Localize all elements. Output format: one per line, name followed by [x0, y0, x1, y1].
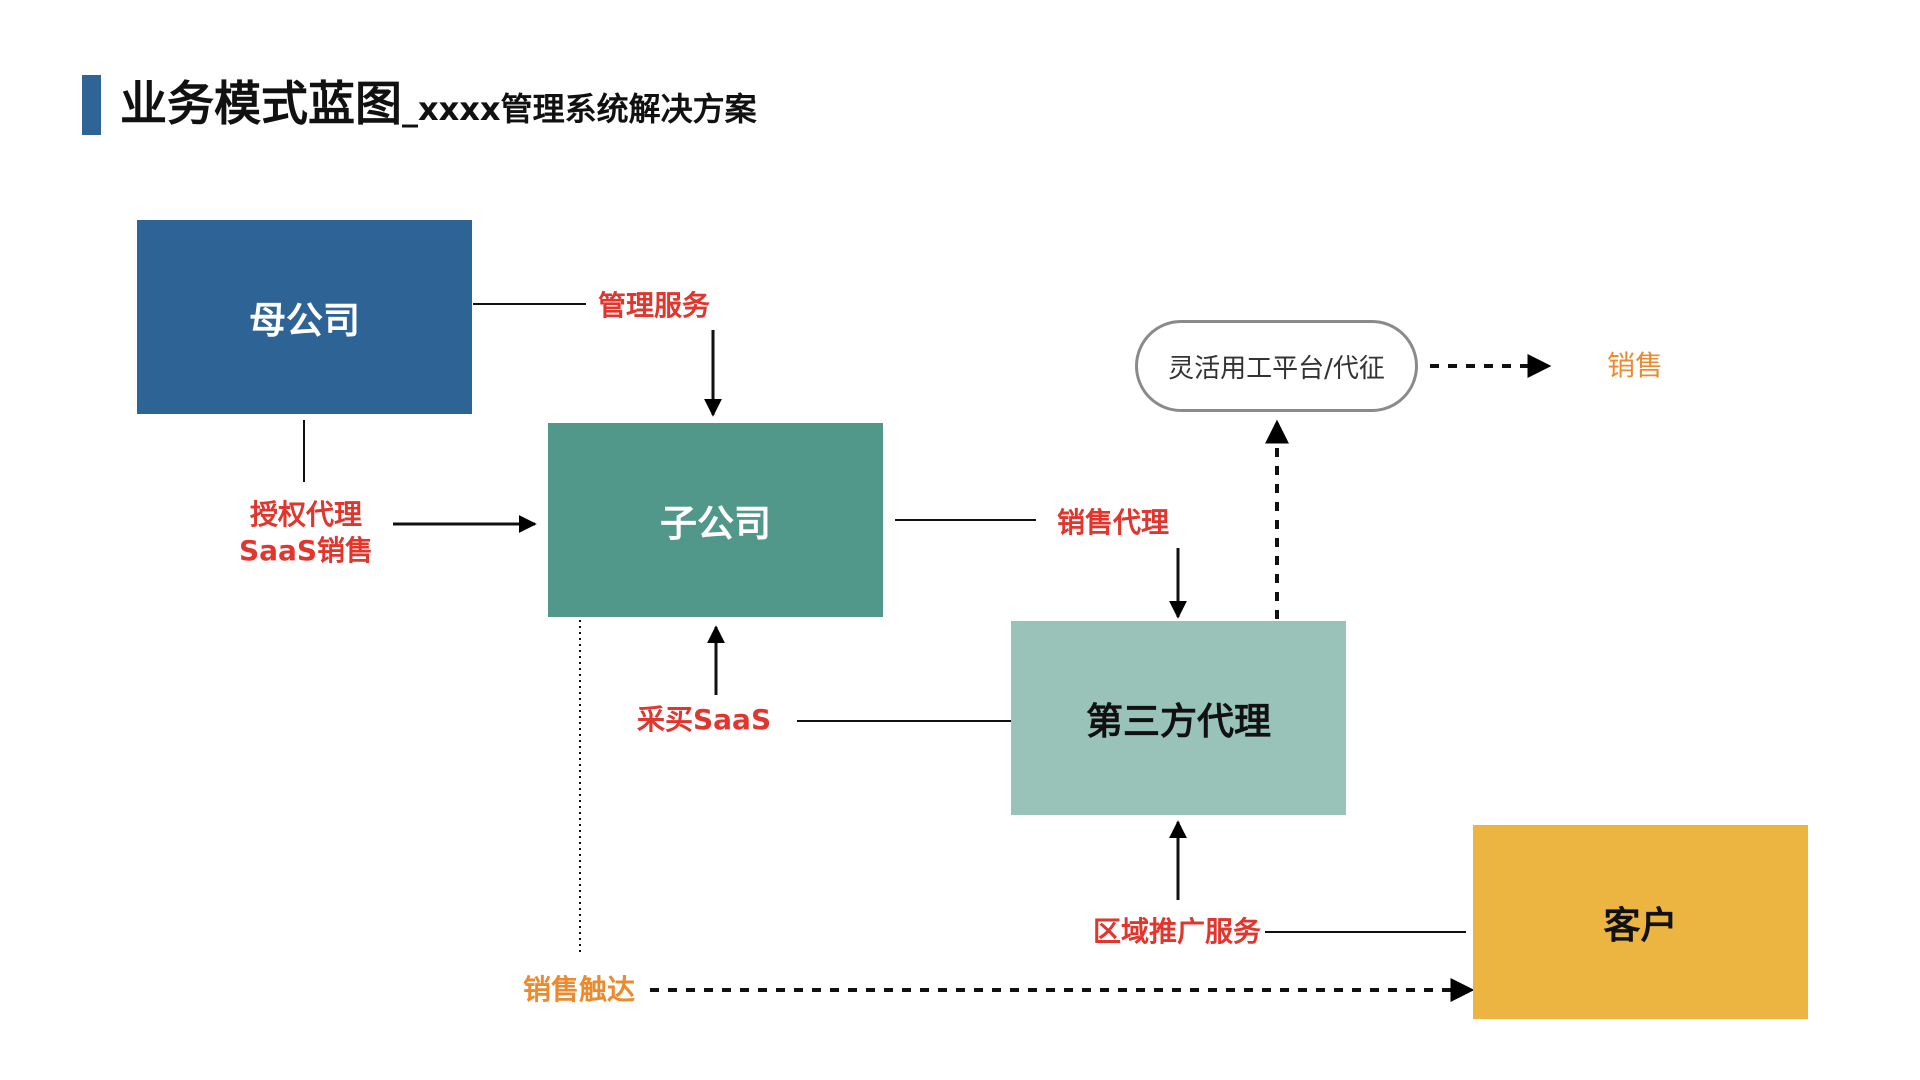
- label-auth-agent-line2: SaaS销售: [238, 534, 374, 567]
- label-regional-promo: 区域推广服务: [1093, 915, 1262, 948]
- node-subsidiary-label: 子公司: [660, 502, 771, 545]
- label-sales: 销售: [1607, 349, 1664, 382]
- label-sales-reach: 销售触达: [523, 973, 636, 1006]
- node-parent-company-label: 母公司: [249, 299, 360, 342]
- node-parent-company: 母公司: [137, 220, 472, 414]
- node-third-party-agent: 第三方代理: [1011, 621, 1346, 815]
- label-sales-agent: 销售代理: [1057, 506, 1170, 539]
- node-customer: 客户: [1473, 825, 1808, 1019]
- page-title-sub: _xxxx管理系统解决方案: [402, 90, 757, 128]
- node-third-party-agent-label: 第三方代理: [1086, 700, 1271, 743]
- node-subsidiary: 子公司: [548, 423, 883, 617]
- label-mgmt-service: 管理服务: [598, 289, 711, 322]
- node-flexible-platform-label: 灵活用工平台/代征: [1168, 353, 1385, 384]
- node-flexible-platform: 灵活用工平台/代征: [1135, 320, 1418, 412]
- page-title: 业务模式蓝图_xxxx管理系统解决方案: [120, 70, 757, 144]
- label-buy-saas: 采买SaaS: [637, 703, 772, 736]
- label-auth-agent-line1: 授权代理: [249, 498, 362, 531]
- node-customer-label: 客户: [1603, 904, 1678, 947]
- label-auth-agent: 授权代理 SaaS销售: [226, 497, 386, 569]
- page-title-main: 业务模式蓝图: [120, 77, 402, 132]
- title-accent-bar: [82, 75, 101, 135]
